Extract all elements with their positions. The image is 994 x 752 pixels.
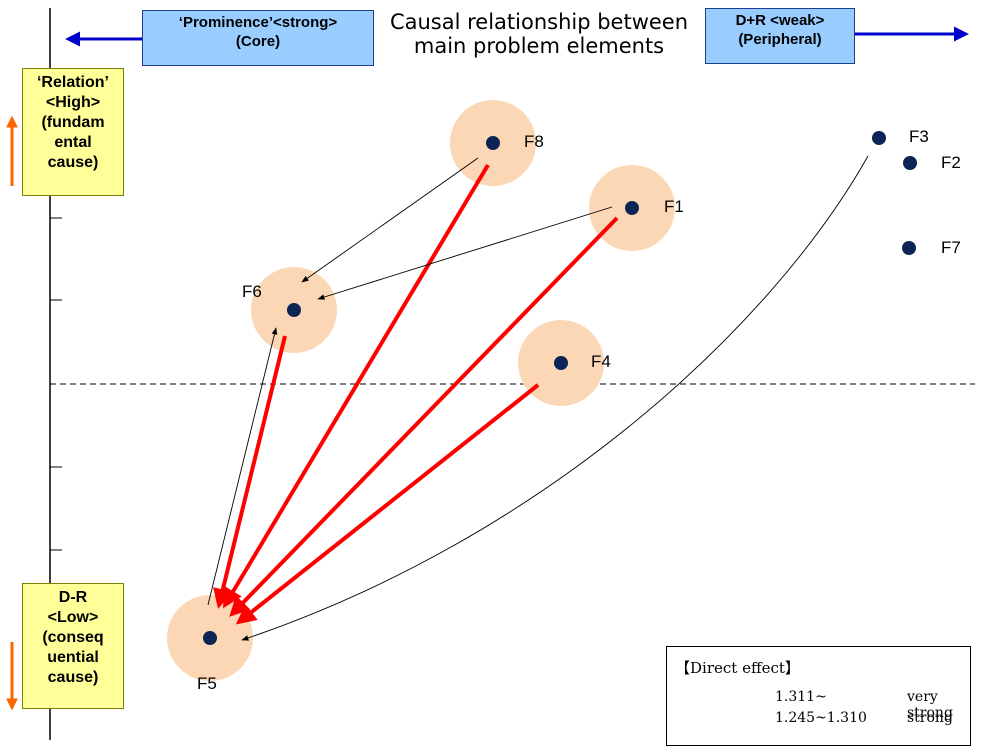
diagram-title: Causal relationship between main problem… [378, 10, 700, 58]
peripheral-box: D+R <weak> (Peripheral) [705, 8, 855, 64]
edge-f3-to-f5 [241, 155, 869, 641]
peripheral-line2: (Peripheral) [738, 30, 822, 48]
relation-line2: <High> [45, 94, 101, 111]
dr-line4: uential [47, 649, 99, 666]
dr-line2: <Low> [47, 609, 99, 626]
node-f4 [554, 356, 568, 370]
legend-range-strong: 1.245~1.310 [775, 710, 867, 726]
node-f2 [903, 156, 917, 170]
node-label-f7: F7 [941, 238, 961, 257]
relation-line4: ental [54, 134, 92, 151]
edge-f8-to-f5 [222, 163, 490, 609]
node-label-f1: F1 [664, 197, 684, 216]
title-line2: main problem elements [413, 34, 665, 59]
prominence-core-box: ‘Prominence’<strong> (Core) [142, 10, 374, 66]
legend-range-very-strong: 1.311~ [775, 689, 827, 705]
node-f1 [625, 201, 639, 215]
node-label-f3: F3 [909, 127, 929, 146]
edges [207, 155, 869, 641]
relation-line5: cause) [47, 154, 99, 171]
node-label-f5: F5 [197, 674, 217, 693]
node-label-f4: F4 [591, 352, 611, 371]
edge-f5-to-f6 [207, 327, 278, 606]
node-label-f6: F6 [242, 282, 262, 301]
node-f6 [287, 303, 301, 317]
legend-box: 【Direct effect】 1.311~ very strong 1.245… [666, 646, 971, 746]
node-f3 [872, 131, 886, 145]
prominence-line1: ‘Prominence’<strong> [178, 14, 338, 31]
peripheral-line1: D+R <weak> [735, 12, 825, 29]
legend-desc-strong: strong [907, 710, 953, 726]
edge-f1-to-f6 [317, 206, 613, 300]
prominence-line2: (Core) [235, 32, 281, 50]
node-label-f8: F8 [524, 132, 544, 151]
edge-f6-to-f5 [213, 335, 287, 609]
dr-line5: cause) [47, 669, 99, 686]
relation-line1: ‘Relation’ [36, 74, 109, 91]
node-halos [167, 100, 675, 681]
edge-f1-to-f5 [229, 216, 619, 617]
node-f7 [902, 241, 916, 255]
relation-line3: (fundam [41, 114, 105, 131]
legend-title: 【Direct effect】 [675, 659, 800, 677]
title-line1: Causal relationship between [389, 10, 689, 34]
edge-f4-to-f5 [235, 383, 540, 625]
node-label-f2: F2 [941, 153, 961, 172]
node-f5 [203, 631, 217, 645]
legend-desc-very-strong: very strong [907, 689, 953, 721]
node-f8 [486, 136, 500, 150]
edge-f8-to-f6 [301, 157, 479, 283]
dr-low-box: D-R <Low> (conseq uential cause) [22, 583, 124, 709]
dr-line1: D-R [58, 589, 88, 606]
dr-line3: (conseq [42, 629, 104, 646]
relation-high-box: ‘Relation’ <High> (fundam ental cause) [22, 68, 124, 196]
